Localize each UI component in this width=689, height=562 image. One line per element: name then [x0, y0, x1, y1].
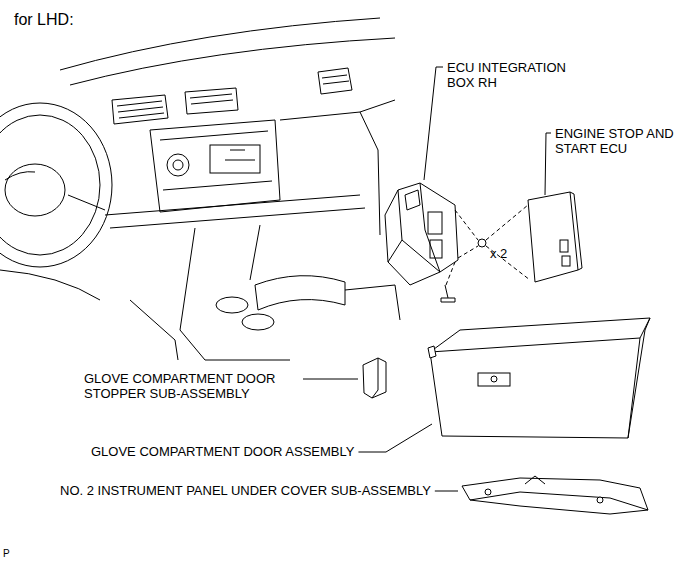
part-label: NO. 2 INSTRUMENT PANEL UNDER COVER SUB-A… [60, 483, 431, 498]
part-label: x 2 [490, 246, 507, 261]
figure-mark: P [3, 546, 10, 561]
leader-line [303, 379, 358, 380]
part-label: ECU INTEGRATION BOX RH [447, 60, 572, 90]
part-label: GLOVE COMPARTMENT DOOR ASSEMBLY [91, 444, 354, 459]
part-label: ENGINE STOP AND START ECU [555, 126, 685, 156]
fasteners [441, 239, 486, 302]
ecu-module [528, 192, 582, 282]
variant-note: for LHD: [14, 12, 74, 27]
part-label: GLOVE COMPARTMENT DOOR STOPPER SUB-ASSEM… [84, 371, 299, 401]
under-cover [462, 476, 648, 514]
leader-line [358, 424, 432, 452]
dashboard-sketch [0, 18, 400, 360]
glove-box [428, 318, 650, 438]
leader-line [424, 67, 443, 180]
leader-line [435, 491, 458, 492]
ecu-integration-box [385, 183, 458, 285]
leader-line [545, 133, 551, 195]
door-stopper [363, 358, 386, 398]
install-lines [446, 205, 530, 285]
